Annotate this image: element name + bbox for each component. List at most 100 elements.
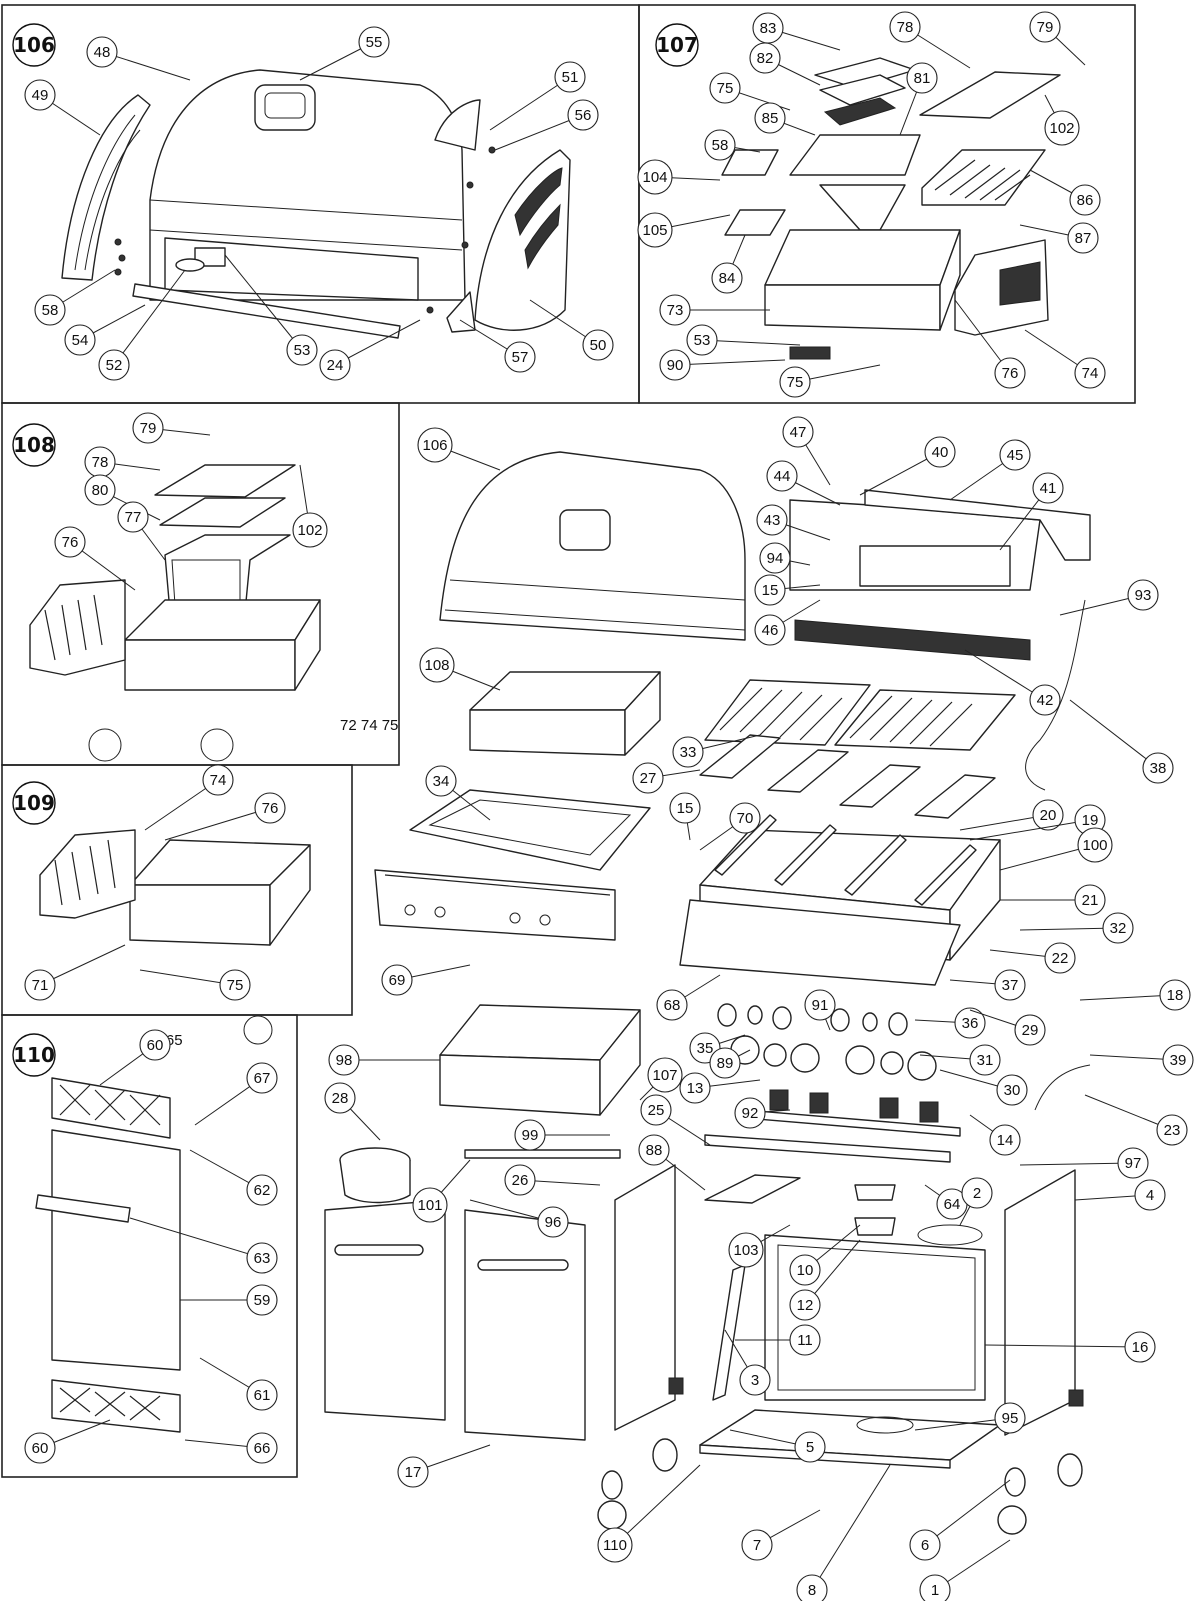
callout-circle [24,969,56,1001]
callout-32: 32 [1019,912,1134,944]
callout-circle [924,436,956,468]
callout-circle [969,1044,1001,1076]
callout-circle [754,102,786,134]
callout-circle [319,349,351,381]
callout-number: 10 [797,1262,814,1279]
callout-circle [919,1574,951,1601]
callout-number: 53 [694,332,711,349]
panel-frames [1,4,1136,1478]
callout-number: 67 [254,1070,271,1087]
callout-circle [996,1074,1028,1106]
callout-52: 52 [98,269,186,381]
callout-84: 84 [711,234,746,294]
callout-circle [756,504,788,536]
callout-circle [139,1029,171,1061]
callout-circle [1074,357,1106,389]
callout-number: 85 [762,110,779,127]
callout-number: 83 [760,20,777,37]
callout-circle [1102,912,1134,944]
callout-number: 81 [914,70,931,87]
callout-number: 4 [1146,1187,1154,1204]
callout-leader [494,114,584,151]
side-shelf-109-drawing [39,829,311,946]
callout-number: 91 [812,997,829,1014]
callout-53: 53 [224,254,318,366]
callout-circle [1014,1014,1046,1046]
callout-38: 38 [1069,699,1174,784]
callout-number: 23 [1164,1122,1181,1139]
callout-number: 82 [757,50,774,67]
callout-number: 78 [92,454,109,471]
callout-103: 103 [728,1224,791,1268]
callout-53: 53 [686,324,801,356]
callout-87: 87 [1019,222,1099,254]
callout-26: 26 [504,1164,601,1196]
callout-76: 76 [54,526,136,591]
callout-number: 76 [262,800,279,817]
callout-circle [254,792,286,824]
callout-circle [640,1094,672,1126]
callout-107: 107 [639,1057,683,1101]
callout-circle [1117,1147,1149,1179]
callout-74: 74 [1024,329,1106,389]
callout-17: 17 [397,1444,491,1488]
callout-82: 82 [749,42,821,86]
callout-number: 30 [1004,1082,1021,1099]
callout-circle [739,1364,771,1396]
callout-58: 58 [34,269,116,326]
callout-circle [637,159,673,195]
callout-leader [489,76,571,131]
callout-30: 30 [939,1069,1028,1106]
callout-74: 74 [144,764,234,831]
callout-15: 15 [754,574,821,606]
callout-47: 47 [782,416,831,486]
callout-number: 101 [417,1197,442,1214]
callout-number: 88 [646,1142,663,1159]
callout-circle [659,294,691,326]
callout-leader [129,1217,263,1259]
callout-circle [419,647,455,683]
callout-40: 40 [859,436,956,496]
lid-assembly-drawing [61,69,571,339]
callout-29: 29 [969,1009,1046,1046]
callout-77: 77 [117,501,166,561]
callout-110: 110 [597,1464,701,1563]
callout-circle [804,989,836,1021]
callout-circle [906,62,938,94]
callout-93: 93 [1059,579,1159,616]
callout-circle [1029,11,1061,43]
callout-circle [1124,1331,1156,1363]
side-shelf-108-drawing [29,464,321,762]
callout-circle [734,1097,766,1129]
callout-number: 21 [1082,892,1099,909]
callout-number: 48 [94,44,111,61]
callout-5: 5 [729,1429,826,1463]
callout-leader [224,254,303,351]
text-72-74-75: 72 74 75 [340,717,398,734]
callout-number: 37 [1002,977,1019,994]
callout-60: 60 [99,1029,171,1086]
callout-leader [1084,1094,1173,1131]
callout-number: 55 [366,34,383,51]
callout-circle [789,1324,821,1356]
callout-96: 96 [469,1199,569,1238]
callout-number: 58 [42,302,59,319]
callout-number: 80 [92,482,109,499]
callout-circle [741,1529,773,1561]
callout-25: 25 [640,1094,711,1146]
callout-circle [1069,184,1101,216]
callout-leader [113,269,186,366]
callout-number: 79 [1037,19,1054,36]
callout-circle [1159,979,1191,1011]
panel-108-badge: 108 [12,423,56,467]
callout-number: 8 [808,1582,816,1599]
callout-number: 45 [1007,447,1024,464]
callout-circle [989,1124,1021,1156]
panel-109-badge: 109 [12,781,56,825]
callout-number: 15 [762,582,779,599]
callout-circle [889,11,921,43]
callout-number: 60 [32,1440,49,1457]
callout-circle [504,341,536,373]
callout-circle [637,212,673,248]
callout-number: 99 [522,1127,539,1144]
